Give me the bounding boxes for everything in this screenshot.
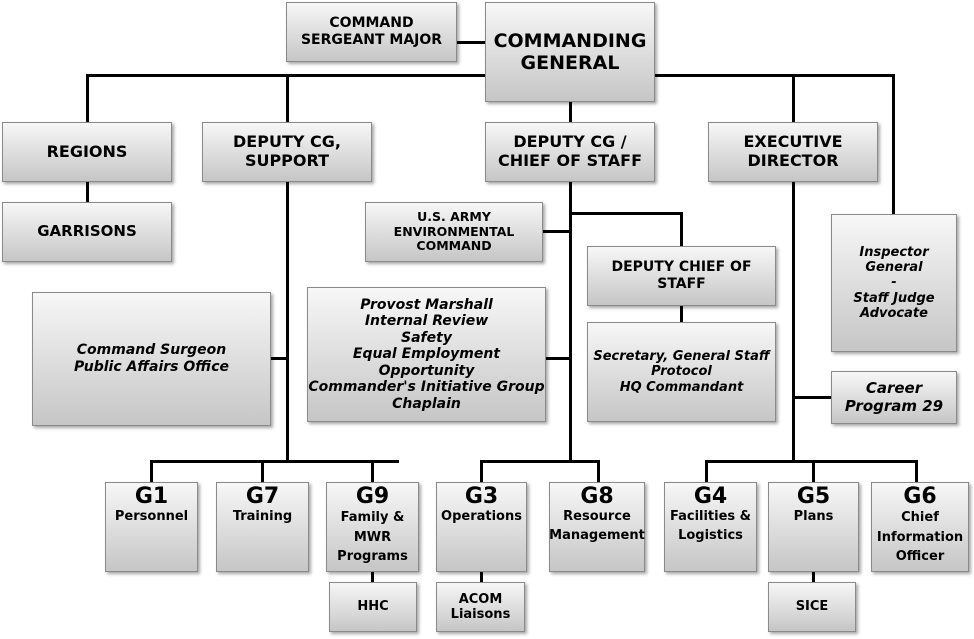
staff-box-g7: G7 Training — [216, 482, 309, 572]
staff-code: G3 — [464, 484, 499, 509]
connector-line — [271, 357, 288, 360]
connector-line — [543, 230, 571, 233]
connector-line — [480, 460, 600, 463]
provost-marshall-box: Provost Marshall Internal Review Safety … — [307, 287, 546, 422]
staff-box-g3: G3 Operations — [436, 482, 527, 572]
staff-title: Facilities & Logistics — [669, 509, 752, 543]
staff-code: G4 — [693, 484, 728, 509]
secretary-general-staff-box: Secretary, General Staff Protocol HQ Com… — [587, 322, 776, 422]
connector-line — [86, 74, 89, 122]
staff-box-g4: G4 Facilities & Logistics — [664, 482, 757, 572]
career-program-29-box: Career Program 29 — [831, 371, 957, 424]
connector-line — [150, 460, 399, 463]
regions-box: REGIONS — [2, 122, 172, 182]
environmental-command-box: U.S. ARMY ENVIRONMENTAL COMMAND — [365, 202, 543, 262]
connector-line — [480, 460, 483, 482]
command-surgeon-box: Command Surgeon Public Affairs Office — [32, 292, 271, 426]
connector-line — [371, 460, 374, 482]
staff-box-g8: G8 Resource Management — [549, 482, 645, 572]
staff-box-g6: G6 Chief Information Officer — [871, 482, 969, 572]
connector-line — [915, 460, 918, 482]
deputy-chief-of-staff-box: DEPUTY CHIEF OF STAFF — [587, 246, 776, 306]
staff-code: G5 — [796, 484, 831, 509]
connector-line — [892, 74, 895, 214]
command-sergeant-major-box: COMMAND SERGEANT MAJOR — [286, 2, 457, 62]
connector-line — [150, 460, 153, 482]
staff-title: Family & MWR Programs — [337, 510, 408, 565]
commanding-general-box: COMMANDING GENERAL — [485, 2, 655, 102]
connector-line — [680, 212, 683, 246]
connector-line — [457, 41, 485, 44]
staff-box-g1: G1 Personnel — [105, 482, 198, 572]
staff-title: Operations — [441, 509, 522, 525]
connector-line — [597, 460, 600, 482]
connector-line — [286, 74, 289, 122]
sice-box: SICE — [768, 582, 856, 632]
staff-box-g5: G5 Plans — [768, 482, 859, 572]
inspector-general-box: Inspector General - Staff Judge Advocate — [831, 214, 957, 352]
connector-line — [792, 182, 795, 462]
connector-line — [286, 182, 289, 462]
staff-title: Training — [232, 509, 293, 525]
connector-line — [569, 182, 572, 462]
connector-line — [569, 102, 572, 122]
staff-code: G1 — [134, 484, 169, 509]
deputy-cg-support-box: DEPUTY CG, SUPPORT — [202, 122, 372, 182]
staff-box-g9: G9 Family & MWR Programs — [326, 482, 419, 572]
staff-code: G9 — [355, 484, 390, 509]
connector-line — [812, 572, 815, 582]
staff-title: Chief Information Officer — [876, 510, 964, 565]
acom-liaisons-box: ACOM Liaisons — [436, 582, 525, 632]
connector-line — [792, 74, 795, 122]
connector-line — [261, 460, 264, 482]
staff-code: G8 — [580, 484, 614, 509]
connector-line — [480, 572, 483, 582]
staff-code: G7 — [245, 484, 280, 509]
staff-title: Resource Management — [549, 509, 645, 543]
connector-line — [705, 460, 708, 482]
connector-line — [546, 357, 571, 360]
connector-line — [371, 572, 374, 582]
garrisons-box: GARRISONS — [2, 202, 172, 262]
connector-line — [569, 212, 683, 215]
staff-title: Plans — [793, 509, 834, 525]
staff-code: G6 — [903, 484, 937, 509]
executive-director-box: EXECUTIVE DIRECTOR — [708, 122, 878, 182]
deputy-cg-chief-of-staff-box: DEPUTY CG / CHIEF OF STAFF — [485, 122, 655, 182]
connector-line — [86, 182, 89, 202]
connector-line — [680, 306, 683, 322]
staff-title: Personnel — [114, 509, 189, 525]
connector-line — [793, 396, 831, 399]
connector-line — [705, 460, 918, 463]
connector-line — [812, 460, 815, 482]
hhc-box: HHC — [329, 582, 417, 632]
